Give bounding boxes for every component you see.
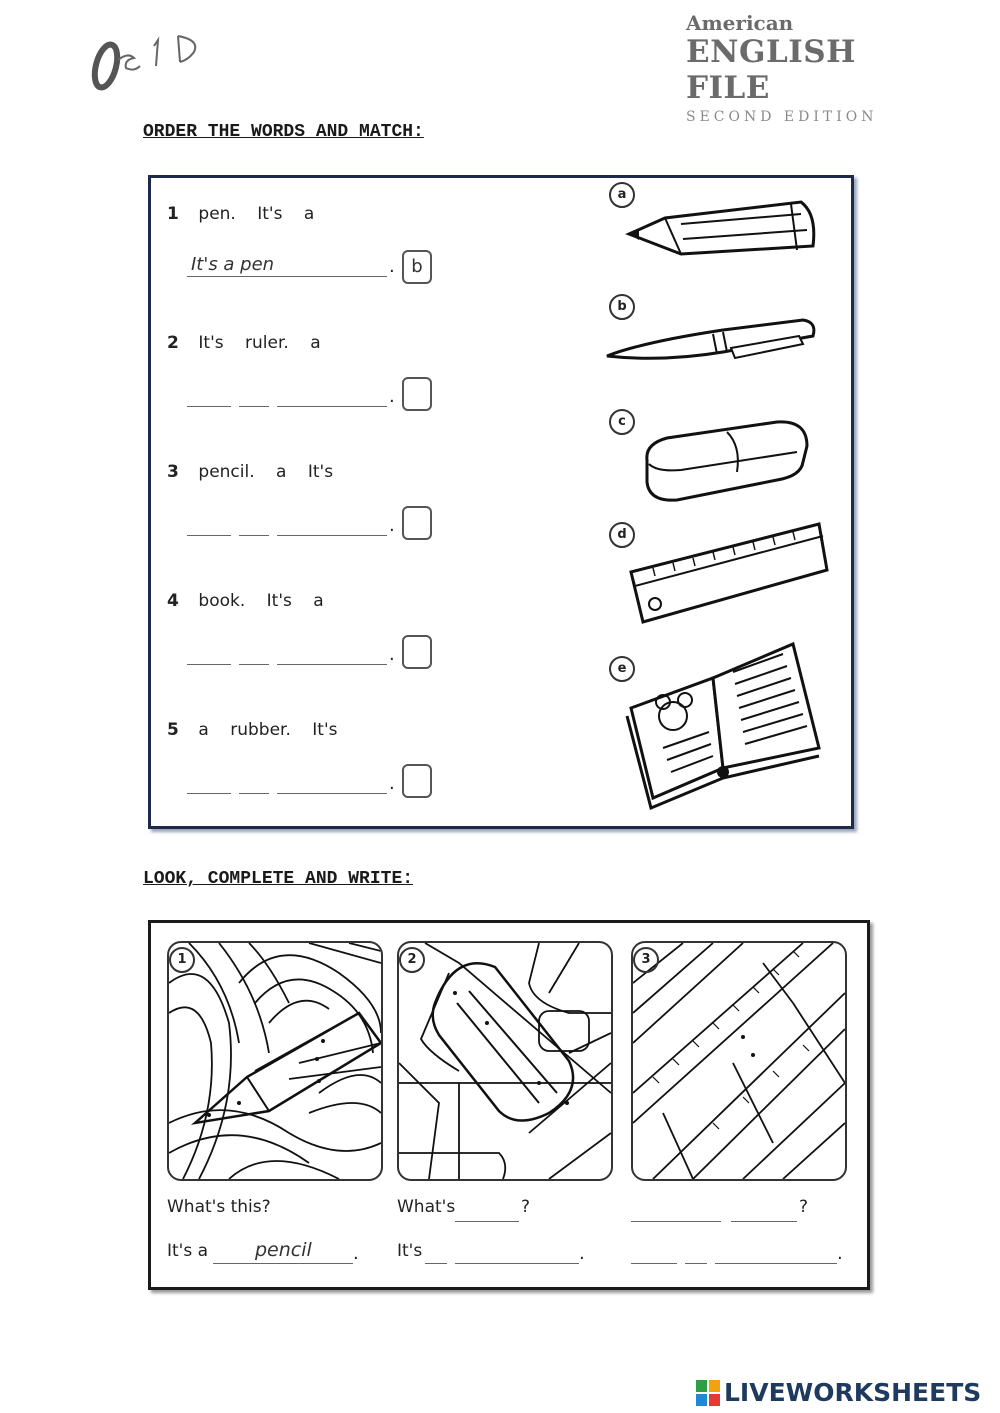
answer-1-word[interactable]: pencil [255, 1239, 312, 1261]
liveworksheets-text: LIVEWORKSHEETS [724, 1378, 982, 1407]
period: . [389, 256, 395, 277]
question-2-mark: ? [521, 1197, 531, 1217]
word: It's [266, 591, 292, 611]
brand-logo: American ENGLISH FILE SECOND EDITION [686, 11, 946, 125]
item-number: 5 [167, 720, 179, 740]
look-complete-box: 1 2 [148, 920, 870, 1290]
match-box-3[interactable] [402, 506, 432, 540]
word: It's [198, 333, 224, 353]
liveworksheets-icon [696, 1380, 720, 1406]
word: book. [198, 591, 246, 611]
answer-4-blank-3[interactable] [277, 664, 387, 665]
word: It's [312, 720, 338, 740]
item-number: 2 [167, 333, 179, 353]
answer-2-blank-1[interactable] [187, 406, 231, 407]
answer-3-blank-2[interactable] [685, 1263, 707, 1264]
answer-1-prefix: It's a [167, 1241, 209, 1261]
word: It's [307, 462, 334, 482]
picture-label-b: b [609, 294, 635, 320]
answer-2-prefix: It's [397, 1241, 423, 1261]
item-5-words: 5 a rubber. It's [167, 720, 354, 740]
pencil-icon [625, 200, 816, 256]
book-icon [625, 641, 821, 811]
brand-sub: SECOND EDITION [686, 109, 878, 125]
item-number: 1 [167, 204, 179, 224]
item-3-words: 3 pencil. a It's [167, 462, 349, 482]
question-2-blank[interactable] [455, 1221, 519, 1222]
question-3-mark: ? [799, 1197, 809, 1217]
question-1: What's this? [167, 1197, 271, 1217]
period: . [389, 644, 395, 665]
pen-icon [606, 318, 816, 360]
brand-top: American [686, 11, 794, 35]
answer-3-blank-2[interactable] [239, 535, 269, 536]
match-box-5[interactable] [402, 764, 432, 798]
period: . [353, 1243, 359, 1264]
puzzle-3-number: 3 [633, 947, 659, 973]
word: It's [257, 204, 283, 224]
picture-label-a: a [609, 182, 635, 208]
period: . [389, 515, 395, 536]
word: rubber. [230, 720, 291, 740]
answer-4-blank-1[interactable] [187, 664, 231, 665]
liveworksheets-logo: LIVEWORKSHEETS [696, 1378, 996, 1408]
answer-5-blank-1[interactable] [187, 793, 231, 794]
ruler-icon [629, 522, 829, 624]
answer-1-line [213, 1263, 353, 1264]
brand-main: ENGLISH FILE [686, 34, 856, 106]
period: . [579, 1243, 585, 1264]
answer-2-blank-3[interactable] [277, 406, 387, 407]
word: a [310, 333, 321, 353]
section2-title: LOOK, COMPLETE AND WRITE: [143, 869, 414, 889]
handwritten-logo [88, 24, 218, 94]
word: a [313, 591, 324, 611]
question-3-blank-1[interactable] [631, 1221, 721, 1222]
item-number: 4 [167, 591, 179, 611]
word: pen. [198, 204, 236, 224]
match-box-4[interactable] [402, 635, 432, 669]
picture-label-c: c [609, 409, 635, 435]
eraser-icon [645, 420, 809, 502]
puzzle-3-ruler [631, 941, 847, 1181]
period: . [389, 386, 395, 407]
answer-2-blank-1[interactable] [425, 1263, 447, 1264]
item-1-words: 1 pen. It's a [167, 204, 330, 224]
period: . [389, 773, 395, 794]
puzzle-2-rubber [397, 941, 613, 1181]
match-box-2[interactable] [402, 377, 432, 411]
answer-4-blank-2[interactable] [239, 664, 269, 665]
answer-2-blank-2[interactable] [455, 1263, 579, 1264]
answer-5-blank-3[interactable] [277, 793, 387, 794]
match-box-1[interactable]: b [402, 250, 432, 284]
puzzle-1-number: 1 [169, 947, 195, 973]
answer-3-blank-3[interactable] [715, 1263, 837, 1264]
puzzle-2-number: 2 [399, 947, 425, 973]
answer-5-blank-2[interactable] [239, 793, 269, 794]
word: a [303, 204, 315, 224]
section1-title: ORDER THE WORDS AND MATCH: [143, 122, 424, 142]
picture-label-d: d [609, 522, 635, 548]
answer-1-line [187, 276, 387, 277]
answer-1-text[interactable]: It's a pen [191, 254, 275, 275]
item-2-words: 2 It's ruler. a [167, 333, 337, 353]
answer-3-blank-1[interactable] [187, 535, 231, 536]
word: ruler. [245, 333, 289, 353]
word: pencil. [198, 462, 255, 482]
picture-label-e: e [609, 656, 635, 682]
answer-3-blank-3[interactable] [277, 535, 387, 536]
answer-2-blank-2[interactable] [239, 406, 269, 407]
item-4-words: 4 book. It's a [167, 591, 340, 611]
order-words-box: 1 pen. It's a It's a pen . b 2 It's rule… [148, 175, 854, 829]
word: a [198, 720, 209, 740]
period: . [837, 1243, 843, 1264]
word: a [276, 462, 287, 482]
question-2-prefix: What's [397, 1197, 456, 1217]
puzzle-1-pencil [167, 941, 383, 1181]
item-number: 3 [167, 462, 179, 482]
answer-3-blank-1[interactable] [631, 1263, 677, 1264]
question-3-blank-2[interactable] [731, 1221, 797, 1222]
